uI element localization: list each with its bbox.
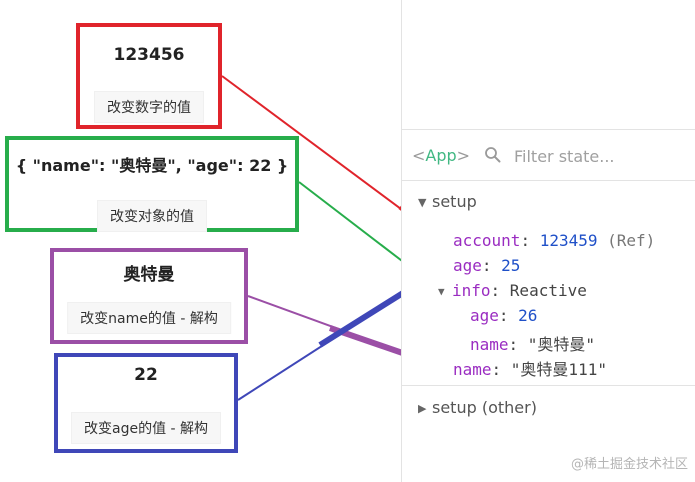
tag-open: < [412, 146, 426, 165]
caret-down-icon: ▼ [418, 196, 427, 209]
divider [402, 385, 695, 386]
state-value: "奥特曼" [527, 335, 596, 354]
vue-devtools-panel: <App> ▼ setup account: 123459 (Ref) age: … [401, 0, 695, 482]
name-box: 奥特曼 改变name的值 - 解构 [50, 248, 248, 344]
change-number-button[interactable]: 改变数字的值 [94, 91, 204, 123]
state-value: Reactive [509, 281, 587, 300]
age-box: 22 改变age的值 - 解构 [54, 353, 238, 453]
change-name-button[interactable]: 改变name的值 - 解构 [67, 302, 231, 334]
state-row-account[interactable]: account: 123459 (Ref) [453, 231, 656, 250]
object-value: { "name": "奥特曼", "age": 22 } [15, 156, 289, 175]
state-key: age [453, 256, 482, 275]
caret-right-icon: ▶ [418, 402, 427, 415]
state-row-age[interactable]: age: 25 [453, 256, 521, 275]
setup-other-section-toggle[interactable]: ▶ setup (other) [418, 398, 537, 417]
number-box: 123456 改变数字的值 [76, 23, 222, 129]
age-value: 22 [134, 365, 158, 385]
setup-label: setup [432, 192, 477, 211]
search-icon [485, 147, 501, 163]
state-key: info [452, 281, 491, 300]
component-tag[interactable]: <App> [412, 146, 470, 165]
state-row-info[interactable]: ▼info: Reactive [438, 281, 587, 300]
state-value: 25 [501, 256, 521, 275]
object-box: { "name": "奥特曼", "age": 22 } 改变对象的值 [5, 136, 299, 232]
state-key: name [453, 360, 492, 379]
setup-section-toggle[interactable]: ▼ setup [418, 192, 477, 211]
state-key: account [453, 231, 521, 250]
state-key: age [470, 306, 499, 325]
state-value: 26 [518, 306, 538, 325]
watermark: @稀土掘金技术社区 [570, 457, 688, 472]
filter-state-input[interactable] [512, 142, 686, 170]
caret-down-icon: ▼ [438, 285, 445, 298]
change-age-button[interactable]: 改变age的值 - 解构 [70, 412, 222, 444]
change-object-button[interactable]: 改变对象的值 [97, 200, 207, 232]
number-value: 123456 [113, 45, 185, 65]
component-name: App [425, 146, 457, 165]
ref-tag: (Ref) [607, 231, 656, 250]
divider [402, 129, 695, 130]
divider [402, 180, 695, 181]
devtools-toolbar: <App> [402, 130, 695, 180]
state-row-info-name[interactable]: name: "奥特曼" [470, 335, 596, 354]
state-row-name[interactable]: name: "奥特曼111" [453, 360, 607, 379]
tag-close: > [456, 146, 471, 165]
state-key: name [470, 335, 509, 354]
setup-other-label: setup (other) [432, 398, 537, 417]
state-value: 123459 [539, 231, 598, 250]
state-value: "奥特曼111" [510, 360, 607, 379]
name-value: 奥特曼 [123, 265, 175, 285]
state-row-info-age[interactable]: age: 26 [470, 306, 538, 325]
